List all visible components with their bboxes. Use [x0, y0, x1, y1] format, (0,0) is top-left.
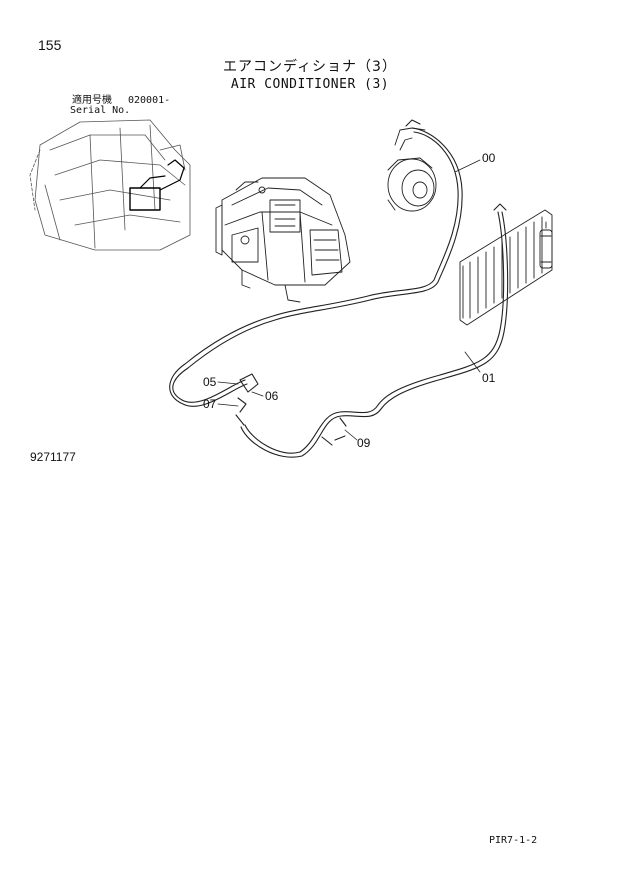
- compressor: [387, 127, 437, 212]
- callout-07: 07: [203, 397, 217, 411]
- leader-lines: [217, 159, 481, 441]
- page-title-english: AIR CONDITIONER (3): [230, 77, 390, 92]
- page-title-japanese: エアコンディショナ（3）: [223, 59, 397, 75]
- callout-06: 06: [265, 389, 279, 403]
- callout-05: 05: [203, 375, 217, 389]
- serial-label-english: Serial No.: [70, 105, 131, 116]
- callout-09: 09: [357, 436, 371, 450]
- page-code: PIR7-1-2: [489, 835, 538, 846]
- figure-number: 9271177: [30, 450, 76, 464]
- serial-label-japanese: 適用号機: [72, 95, 112, 106]
- serial-number-range: 020001-: [128, 95, 171, 106]
- machine-overview-sketch: [29, 119, 191, 251]
- condenser: [459, 209, 553, 326]
- page-number: 155: [38, 37, 62, 53]
- evaporator-unit: [215, 177, 351, 303]
- hoses: [169, 119, 509, 458]
- callout-01: 01: [482, 371, 496, 385]
- callout-00: 00: [482, 151, 496, 165]
